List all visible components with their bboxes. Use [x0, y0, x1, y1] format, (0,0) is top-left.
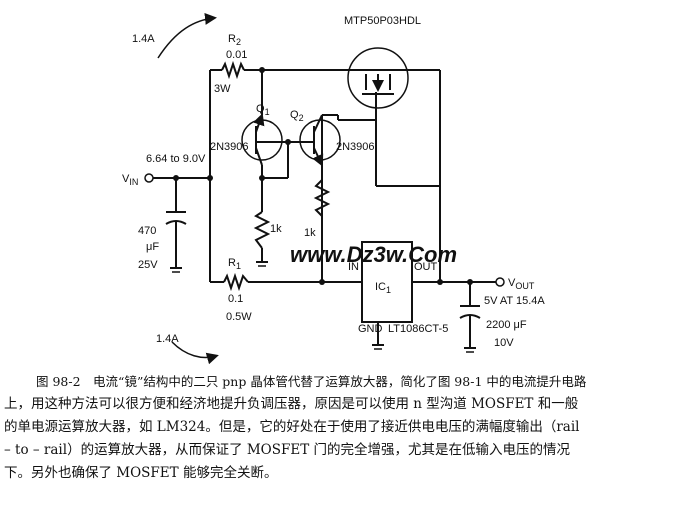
q1-label: Q1: [256, 103, 270, 117]
cin-unit: μF: [146, 241, 159, 253]
ic-gnd-label: GND: [358, 323, 383, 335]
body-line: 的单电源运算放大器，如 LM324。但是，它的好处在于使用了接近供电电压的满幅度…: [4, 419, 580, 435]
ground-symbols: [170, 261, 476, 353]
mosfet-label: MTP50P03HDL: [344, 15, 421, 27]
q1-part-label: 2N3906: [210, 141, 249, 153]
current-bottom-label: 1.4A: [156, 333, 179, 345]
ic-in-label: IN: [348, 261, 359, 273]
resistor-1k-left: [253, 211, 271, 249]
resistor-left-label: 1k: [270, 223, 282, 235]
ic-part-label: LT1086CT-5: [388, 323, 448, 335]
current-top-label: 1.4A: [132, 33, 155, 45]
capacitor-cout: [459, 305, 481, 319]
figure-caption: 图 98-2 电流“镜”结构中的二只 pnp 晶体管代替了运算放大器，简化了图 …: [36, 374, 587, 389]
r1-power: 0.5W: [226, 311, 252, 323]
resistor-r1: [223, 272, 249, 292]
junctions: [173, 67, 473, 285]
cout-voltage: 10V: [494, 337, 514, 349]
body-line: 下。另外也确保了 MOSFET 能够完全关断。: [4, 465, 278, 481]
q2-part-label: 2N3906: [336, 141, 375, 153]
q2-label: Q2: [290, 109, 304, 123]
resistor-right-label: 1k: [304, 227, 316, 239]
body-line: 上，用这种方法可以很方便和经济地提升负调压器，原因是可以使用 n 型沟道 MOS…: [4, 396, 579, 412]
watermark: www.Dz3w.Com: [290, 242, 457, 267]
transistor-q1: [241, 113, 283, 166]
body-line: – to – rail）的运算放大器，从而保证了 MOSFET 门的完全增强，尤…: [4, 442, 571, 458]
current-arrow-bottom: [171, 341, 219, 365]
current-arrow-top: [157, 12, 217, 59]
cout-value: 2200 μF: [486, 319, 527, 331]
ic-out-label: OUT: [414, 261, 438, 273]
r2-power: 3W: [214, 83, 231, 95]
vin-range-label: 6.64 to 9.0V: [146, 153, 206, 165]
wires: [153, 69, 496, 348]
body-text: 上，用这种方法可以很方便和经济地提升负调压器，原因是可以使用 n 型沟道 MOS…: [4, 393, 670, 485]
resistor-1k-right: [313, 179, 331, 217]
r1-value: 0.1: [228, 293, 243, 305]
vout-spec-label: 5V AT 15.4A: [484, 295, 545, 307]
ic1-body: [361, 241, 413, 323]
r2-value: 0.01: [226, 49, 247, 61]
vout-terminal: [495, 277, 505, 287]
vin-terminal: [144, 173, 154, 183]
ic-label: IC1: [375, 281, 391, 295]
transistor-q2: [299, 114, 341, 167]
r1-label: R1: [228, 257, 241, 271]
vout-label: VOUT: [508, 277, 535, 291]
cin-value: 470: [138, 225, 156, 237]
circuit-schematic: www.Dz3w.Com: [122, 12, 545, 365]
mosfet: [347, 47, 409, 109]
vin-label: VIN: [122, 173, 138, 187]
resistor-r2: [221, 60, 245, 80]
cin-voltage: 25V: [138, 259, 158, 271]
capacitor-cin: [165, 211, 187, 225]
r2-label: R2: [228, 33, 241, 47]
